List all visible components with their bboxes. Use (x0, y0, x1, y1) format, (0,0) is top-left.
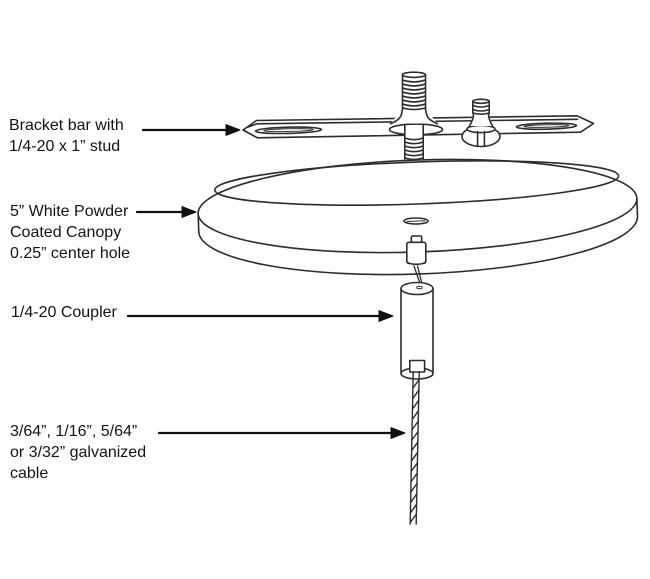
cable-label-line3: cable (10, 464, 49, 482)
screw-slot (476, 130, 486, 148)
stud-flare (389, 109, 439, 125)
fitting-bottom (406, 261, 427, 266)
cable-label-arrow (157, 427, 406, 439)
coupler-label-arrow (126, 310, 394, 322)
coupler-drawing (400, 281, 434, 380)
canopy-label-line2: Coated Canopy (10, 223, 122, 241)
bracket-bar-top-edge (246, 118, 579, 129)
screw-threads (471, 98, 490, 115)
cable-drawing (409, 371, 420, 525)
screw-neck (468, 113, 494, 127)
coupler-label-line1: 1/4-20 Coupler (11, 304, 117, 321)
canopy-label-line3: 0.25” center hole (10, 244, 131, 262)
cable-strands (409, 378, 420, 524)
stud-upper-threads (401, 71, 427, 111)
bracket-label-arrow (141, 124, 241, 136)
canopy-label-line1: 5” White Powder (10, 203, 129, 220)
cable-label: 3/64”, 1/16”, 5/64” or 3/32” galvanized … (10, 422, 146, 484)
cable-label-line1: 3/64”, 1/16”, 5/64” (10, 423, 138, 440)
stud-lower-threads (404, 124, 424, 161)
bracket-bar-label-line2: 1/4-20 x 1” stud (9, 137, 121, 155)
coupler-nipple (408, 359, 426, 373)
screw-washer (466, 124, 496, 134)
cable-label-line2: or 3/32” galvanized (10, 443, 147, 461)
fitting-cable-segment (413, 265, 423, 285)
bracket-bar-label: Bracket bar with 1/4-20 x 1” stud (9, 116, 124, 158)
screw-drawing (461, 98, 501, 148)
fitting-body (405, 241, 427, 265)
canopy-label: 5” White Powder Coated Canopy 0.25” cent… (10, 202, 130, 264)
cable-right-edge (415, 371, 420, 525)
canopy-label-arrow (135, 206, 197, 218)
canopy-top-edge-line (214, 160, 620, 206)
cable-left-edge (409, 371, 414, 525)
coupler-label: 1/4-20 Coupler (11, 303, 117, 324)
bracket-right-slot (515, 122, 578, 131)
bracket-left-slot (254, 126, 323, 135)
bracket-bar-label-line1: Bracket bar with (9, 117, 124, 134)
stud-drawing (389, 71, 439, 161)
cable-fitting-drawing (405, 235, 427, 285)
coupler-cable-entry (416, 285, 423, 290)
center-hole (403, 217, 429, 225)
fitting-cap (410, 235, 423, 244)
